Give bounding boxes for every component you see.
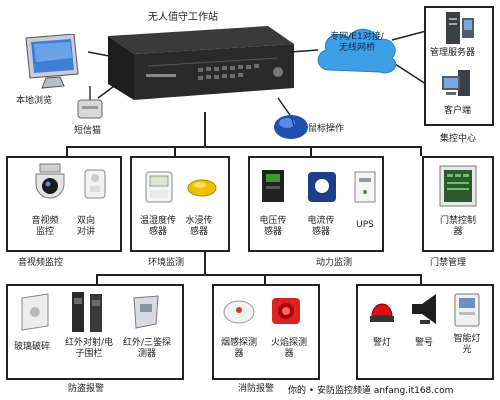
- alarm-item-label: 智能灯光: [453, 334, 481, 355]
- ups-icon[interactable]: [352, 170, 378, 204]
- client-label: 客户端: [444, 106, 472, 116]
- alarm-item-label: 警灯: [372, 338, 391, 348]
- bus-drop-access: [420, 146, 422, 156]
- access-item-label: 门禁控制器: [439, 216, 476, 237]
- intrusion-item-label: 红外/三鉴探测器: [122, 338, 172, 359]
- bus-up-main: [204, 112, 206, 148]
- thermometer-device-icon[interactable]: [144, 170, 174, 204]
- glass-break-detector-icon[interactable]: [18, 292, 52, 332]
- power-item-label: 电流传感器: [307, 216, 335, 237]
- bus-drop-intrusion: [96, 274, 98, 284]
- cloud-icon: [317, 28, 397, 74]
- intrusion-item-label: 红外对射/电子围栏: [64, 338, 114, 359]
- mgmt-server-label: 管理服务器: [430, 48, 476, 58]
- alarm-item-label: 警号: [414, 338, 433, 348]
- intrusion-group-title: 防盗报警: [68, 384, 105, 394]
- infrared-beam-icon[interactable]: [68, 290, 108, 334]
- fire-item-label: 烟感探测器: [220, 338, 257, 359]
- power-item-label: UPS: [356, 220, 374, 230]
- voltage-sensor-icon[interactable]: [258, 168, 288, 204]
- power-item-label: 电压传感器: [259, 216, 287, 237]
- workstation-label: 无人值守工作站: [148, 12, 218, 23]
- env-item-label: 水浸传感器: [185, 216, 213, 237]
- sms-modem-icon[interactable]: [72, 84, 108, 124]
- mouse-label: 鼠标操作: [308, 124, 345, 134]
- mouse-icon[interactable]: [272, 112, 310, 142]
- server-icon[interactable]: [442, 10, 478, 48]
- av-item-label: 双向对讲: [76, 216, 95, 237]
- bus-drop-fire: [264, 274, 266, 284]
- local-browse-label: 本地浏览: [16, 96, 53, 106]
- bus-line-middle: [66, 146, 420, 148]
- intrusion-item-label: 玻璃破碎: [13, 342, 50, 352]
- env-item-label: 温湿度传感器: [139, 216, 176, 237]
- bus-line-bottom: [96, 274, 422, 276]
- access-controller-icon[interactable]: [438, 164, 478, 208]
- power-group-title: 动力监测: [316, 258, 353, 268]
- sms-cat-label: 短信猫: [74, 126, 102, 136]
- smart-light-panel-icon[interactable]: [452, 292, 482, 328]
- bus-drop-av: [66, 146, 68, 156]
- av-item-label: 音视频监控: [31, 216, 59, 237]
- center-label: 集控中心: [440, 134, 477, 144]
- bus-drop-env: [174, 146, 176, 156]
- intercom-icon[interactable]: [82, 168, 108, 200]
- bus-drop-alarm: [420, 274, 422, 284]
- bus-link-rows: [204, 250, 206, 276]
- fire-group-title: 消防报警: [238, 384, 275, 394]
- siren-icon[interactable]: [408, 292, 442, 328]
- bus-drop-power: [310, 146, 312, 156]
- water-sensor-icon[interactable]: [186, 176, 218, 198]
- warning-light-icon[interactable]: [366, 292, 398, 328]
- av-group-title: 音视频监控: [18, 258, 64, 268]
- monitor-icon[interactable]: [20, 34, 82, 92]
- fire-item-label: 火焰探测器: [270, 338, 307, 359]
- current-sensor-icon[interactable]: [306, 170, 338, 204]
- dome-camera-icon[interactable]: [30, 162, 70, 202]
- access-group-title: 门禁管理: [430, 258, 467, 268]
- watermark-text: 你的 • 安防监控频道 anfang.it168.com: [288, 386, 454, 396]
- dvr-unit-icon[interactable]: [88, 22, 298, 104]
- env-monitoring-box: [130, 156, 230, 252]
- client-pc-icon[interactable]: [440, 66, 480, 102]
- env-group-title: 环境监测: [148, 258, 185, 268]
- pir-detector-icon[interactable]: [130, 294, 162, 330]
- smoke-detector-icon[interactable]: [222, 296, 256, 326]
- fire-alarm-box: [212, 284, 320, 380]
- flame-detector-icon[interactable]: [268, 292, 308, 328]
- network-label: 专网/E1对接/无线网桥: [330, 32, 384, 53]
